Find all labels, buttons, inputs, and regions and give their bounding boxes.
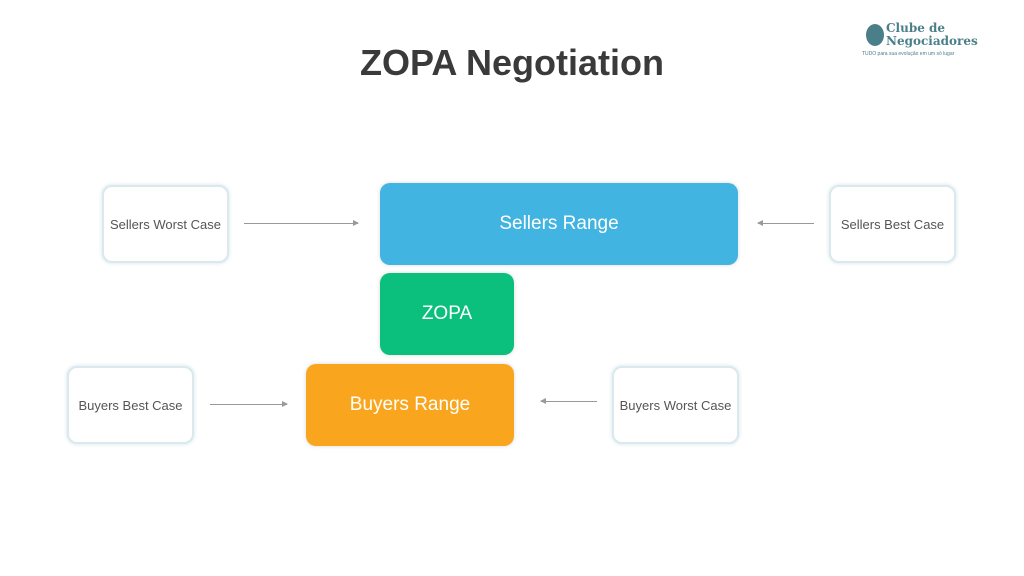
arrow-right [244, 220, 359, 226]
sellers-range-box: Sellers Range [380, 183, 738, 265]
arrow-right [210, 401, 288, 407]
house-icon [866, 24, 884, 46]
arrow-left [757, 220, 814, 226]
logo-tagline: TUDO para sua evolução em um só lugar [862, 51, 955, 57]
sellers-best-case-box: Sellers Best Case [829, 185, 956, 263]
buyers-range-box: Buyers Range [306, 364, 514, 446]
buyers-best-case-box: Buyers Best Case [67, 366, 194, 444]
sellers-worst-case-box: Sellers Worst Case [102, 185, 229, 263]
zopa-box: ZOPA [380, 273, 514, 355]
page-title: ZOPA Negotiation [360, 42, 664, 83]
arrow-left [540, 398, 597, 404]
buyers-worst-case-box: Buyers Worst Case [612, 366, 739, 444]
